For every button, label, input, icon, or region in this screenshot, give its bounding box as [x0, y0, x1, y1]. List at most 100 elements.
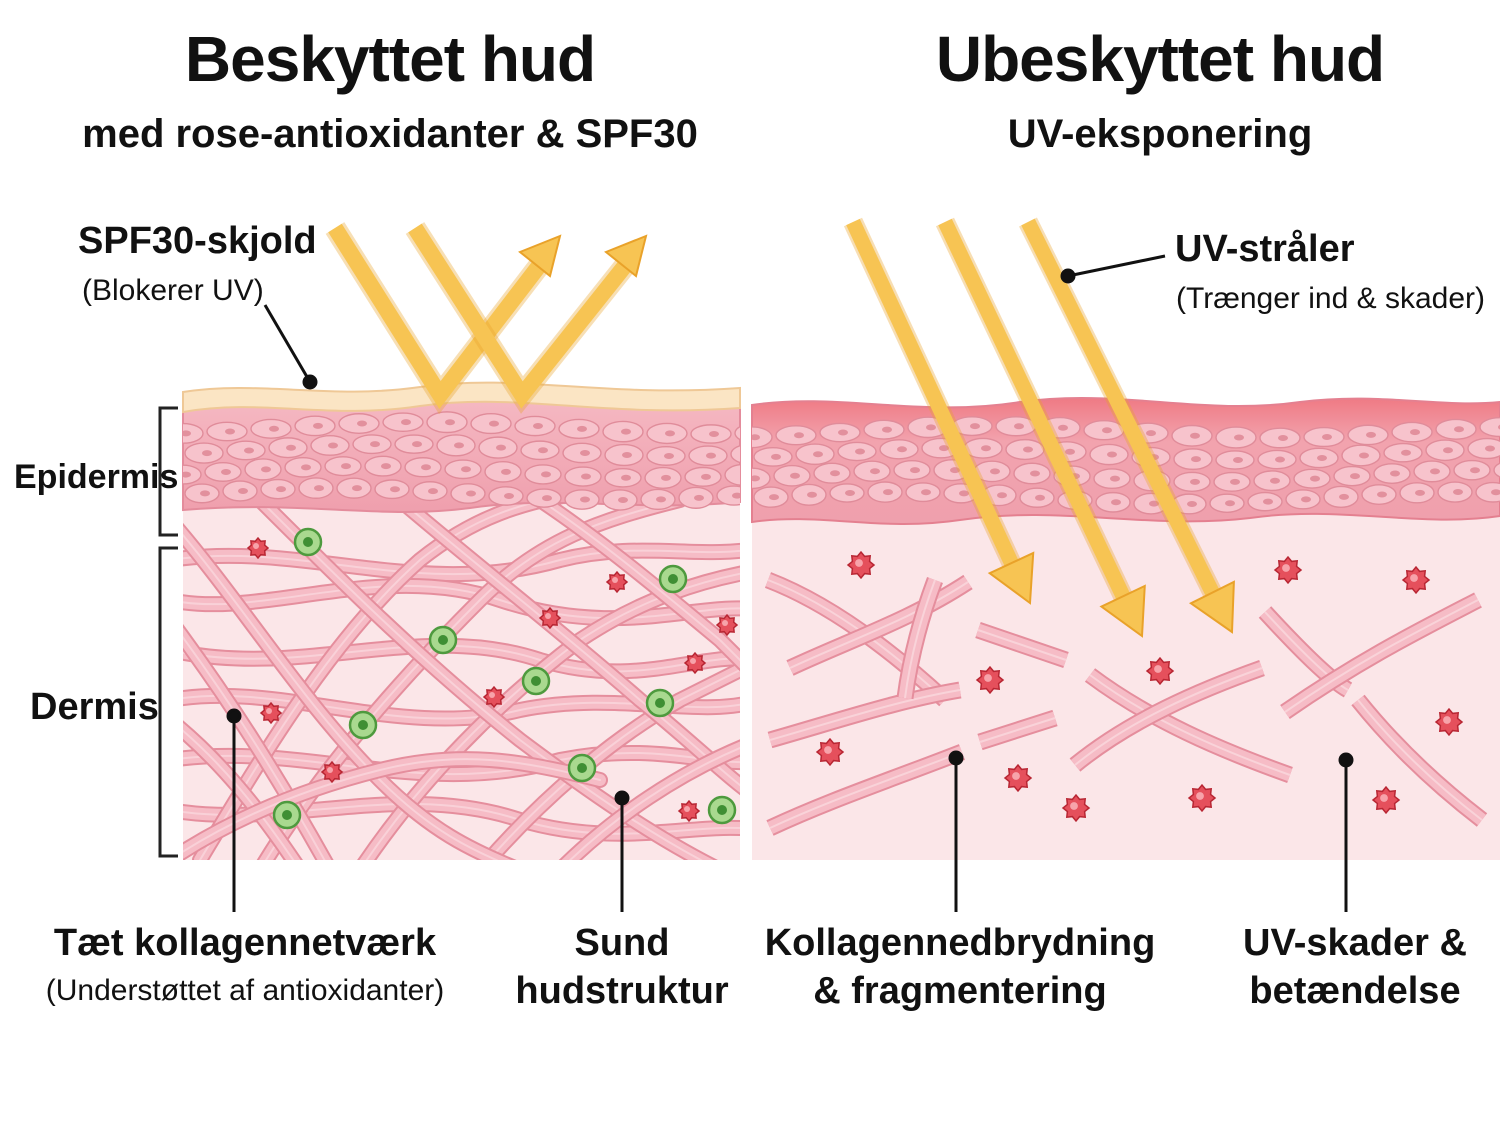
cell-nucleus [504, 492, 514, 499]
cell-nucleus [357, 420, 367, 427]
antioxidant-cell-core [655, 698, 665, 708]
cell-nucleus [656, 496, 666, 503]
right-free-radicals [815, 550, 1464, 823]
cell-nucleus [790, 472, 800, 479]
antioxidant-cell-core [282, 810, 292, 820]
cell-nucleus [183, 430, 191, 437]
uv-damage-label-line2: betændelse [1249, 970, 1461, 1012]
cell-nucleus [1110, 475, 1120, 482]
cell-nucleus [1410, 429, 1420, 436]
broken-collagen-highlight [977, 629, 1067, 661]
cell-nucleus [959, 490, 969, 497]
free-radical-highlight [1070, 802, 1078, 810]
collagen-network-label: Tæt kollagennetværk [53, 922, 437, 964]
cell-nucleus [732, 492, 740, 499]
cell-nucleus [454, 442, 464, 449]
cell-nucleus [1190, 432, 1200, 439]
cell-nucleus [221, 468, 231, 475]
collagen-fiber-highlight [183, 758, 601, 853]
uv-ray-arrowhead [1099, 584, 1146, 638]
cell-nucleus [341, 463, 351, 470]
broken-collagen-highlight [1264, 611, 1349, 691]
cell-nucleus [1146, 430, 1156, 437]
cell-nucleus [1470, 467, 1480, 474]
cell-nucleus [622, 451, 632, 458]
epidermis-cell [1479, 417, 1500, 438]
antioxidant-cell-core [577, 763, 587, 773]
cell-nucleus [225, 428, 235, 435]
cell-nucleus [752, 475, 760, 482]
epidermis-cell [1467, 437, 1500, 460]
cell-nucleus [1350, 473, 1360, 480]
cell-nucleus [261, 466, 271, 473]
epidermis-cell [716, 485, 740, 506]
cell-nucleus [496, 444, 506, 451]
fragmented-collagen [764, 572, 1488, 836]
uv-ray-arrowhead [987, 551, 1035, 605]
collagen-breakdown-label-line1: Kollagennedbrydning [764, 922, 1156, 964]
cell-nucleus [541, 471, 551, 478]
cell-nucleus [1415, 489, 1425, 496]
epidermis-cell [1475, 481, 1500, 503]
cell-nucleus [990, 468, 1000, 475]
cell-nucleus [1310, 475, 1320, 482]
cell-nucleus [202, 450, 212, 457]
cell-nucleus [1023, 446, 1033, 453]
free-radical-highlight [1282, 564, 1290, 572]
cell-nucleus [1233, 456, 1243, 463]
cell-nucleus [466, 490, 476, 497]
cell-nucleus [1014, 423, 1024, 430]
spf30-shield-label: SPF30-skjold [78, 220, 317, 262]
free-radical-highlight [545, 613, 551, 619]
cell-nucleus [1359, 452, 1369, 459]
cell-nucleus [412, 441, 422, 448]
cell-nucleus [794, 432, 804, 439]
cell-nucleus [997, 492, 1007, 499]
cell-nucleus [1317, 454, 1327, 461]
uv-ray-shaft [1021, 218, 1220, 596]
cell-nucleus [421, 464, 431, 471]
cell-nucleus [200, 490, 210, 497]
left-free-radicals [246, 536, 739, 823]
cell-nucleus [1190, 478, 1200, 485]
cell-nucleus [286, 444, 296, 451]
broken-collagen-highlight [1074, 667, 1263, 766]
antioxidant-cell-core [717, 805, 727, 815]
uv-ray-shaft [846, 218, 1019, 567]
collagen-network-note: (Understøttet af antioxidanter) [45, 974, 445, 1007]
cell-nucleus [813, 451, 823, 458]
cell-nucleus [769, 494, 779, 501]
cell-nucleus [1230, 478, 1240, 485]
right-epidermis-cells [752, 416, 1500, 515]
epidermis-cell [752, 467, 771, 490]
broken-collagen-highlight [789, 581, 969, 669]
cell-nucleus [838, 429, 848, 436]
antioxidant-cells [272, 527, 737, 830]
cell-nucleus [501, 468, 511, 475]
cell-nucleus [1301, 496, 1311, 503]
free-radical-highlight [612, 577, 618, 583]
collagen-fiber-highlight [568, 746, 740, 860]
free-radical-highlight [1443, 716, 1451, 724]
cell-nucleus [238, 487, 248, 494]
free-radical-highlight [984, 674, 992, 682]
cell-nucleus [1454, 426, 1464, 433]
collagen-fiber-highlight [183, 635, 326, 860]
collagen-fiber-highlight [183, 729, 295, 860]
uv-rays-note: (Trænger ind & skader) [1176, 282, 1485, 315]
cell-nucleus [1107, 451, 1117, 458]
uv-ray [843, 217, 1035, 605]
cell-nucleus [701, 473, 711, 480]
cell-nucleus [577, 425, 587, 432]
cell-nucleus [870, 468, 880, 475]
cell-nucleus [1191, 456, 1201, 463]
cell-nucleus [1030, 470, 1040, 477]
free-radical-highlight [855, 559, 863, 567]
cell-nucleus [621, 474, 631, 481]
dense-collagen-network [183, 482, 740, 860]
free-radical-highlight [1380, 794, 1388, 802]
free-radical-highlight [1154, 665, 1162, 673]
free-radical-highlight [824, 746, 832, 754]
cell-nucleus [370, 441, 380, 448]
healthy-structure-label-line2: hudstruktur [515, 970, 729, 1012]
